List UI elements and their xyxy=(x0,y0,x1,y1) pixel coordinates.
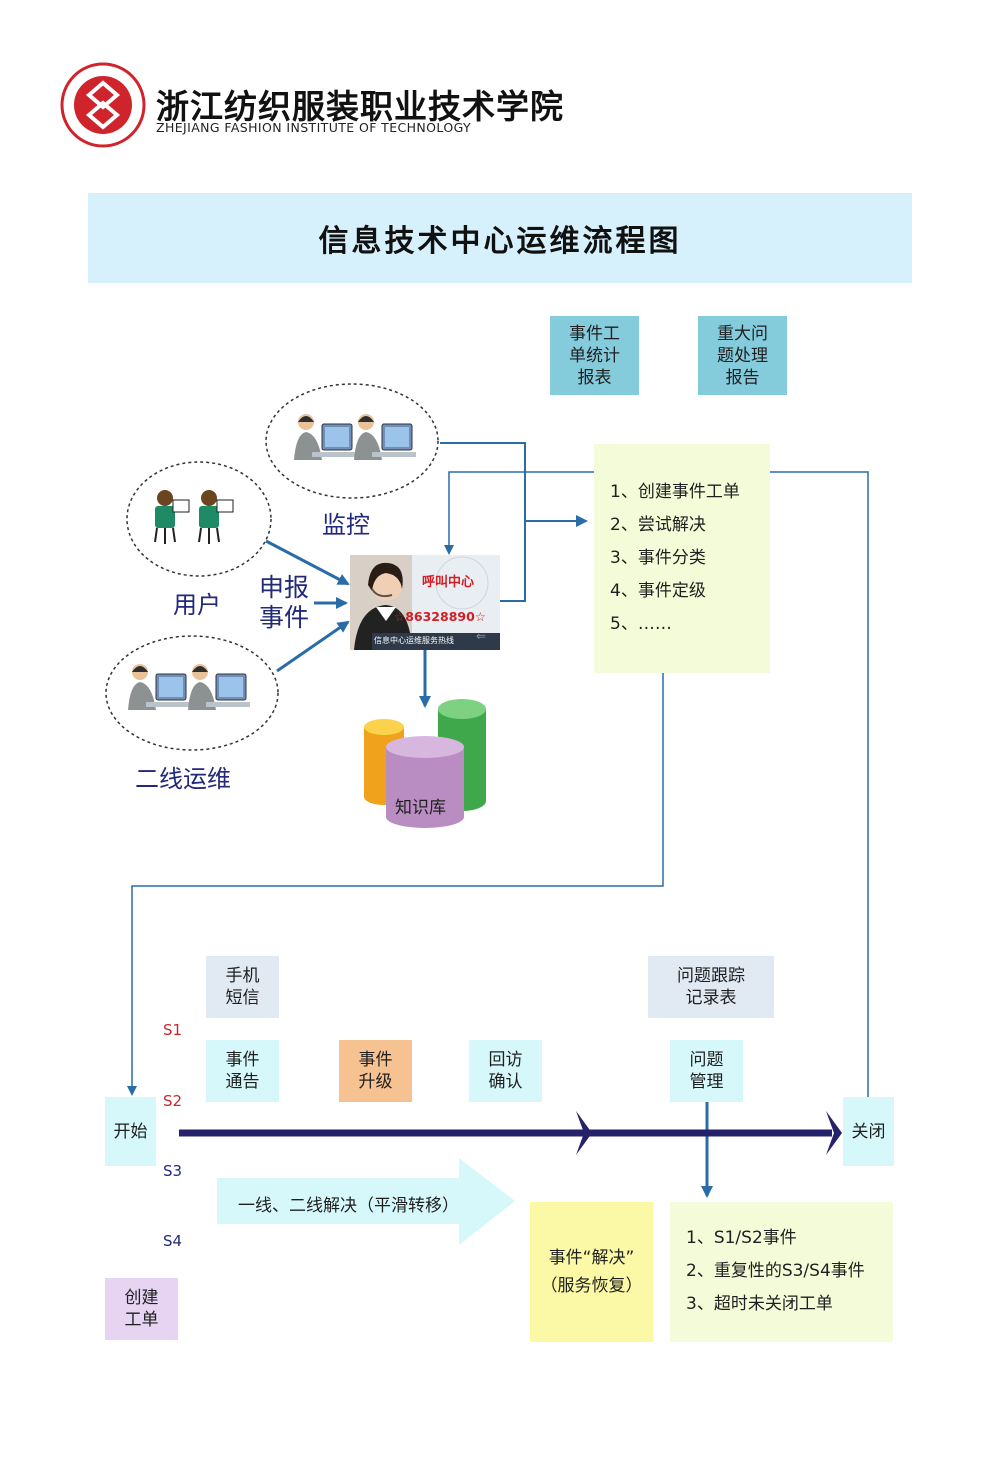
report-event-line1: 申报 xyxy=(259,573,310,602)
event-stats-line3: 报表 xyxy=(577,367,612,388)
logo-chinese-name: 浙江纺织服装职业技术学院 xyxy=(156,87,564,126)
resolved-line1: 事件“解决” xyxy=(548,1248,635,1268)
problem-track-line1: 问题跟踪 xyxy=(677,966,745,986)
user-arrow xyxy=(265,539,350,586)
transfer-label: 一线、二线解决（平滑转移） xyxy=(238,1196,459,1216)
timeline-end-arrowhead xyxy=(826,1111,842,1155)
monitor-operators-icon xyxy=(265,383,439,499)
revisit-confirm-box: 回访 确认 xyxy=(469,1040,542,1102)
second-line-label: 二线运维 xyxy=(135,765,231,793)
close-to-steps-connector xyxy=(770,471,869,1097)
logo-english-name: ZHEJIANG FASHION INSTITUTE OF TECHNOLOGY xyxy=(156,120,472,135)
problem-criteria-item: 3、超时未关闭工单 xyxy=(686,1294,833,1314)
user-label: 用户 xyxy=(173,591,221,619)
timeline-mid-arrowhead xyxy=(576,1111,592,1155)
database-cylinders-icon xyxy=(364,699,486,828)
revisit-line1: 回访 xyxy=(488,1050,523,1070)
monitor-label: 监控 xyxy=(322,511,370,539)
knowledge-base-label: 知识库 xyxy=(395,798,446,818)
escalate-line2: 升级 xyxy=(358,1072,393,1092)
report-event-label: 申报 事件 xyxy=(259,573,309,633)
step-item: 1、创建事件工单 xyxy=(610,482,740,502)
problem-mgmt-box: 问题 管理 xyxy=(670,1040,743,1102)
call-center-phone: ☆86328890☆ xyxy=(394,609,486,624)
back-arrow-icon: ⇐ xyxy=(476,629,487,643)
level-s1: S1 xyxy=(163,1021,183,1039)
create-ticket-line1: 创建 xyxy=(124,1288,159,1308)
transfer-arrow-shape xyxy=(217,1158,515,1245)
level-s2: S2 xyxy=(163,1092,183,1110)
event-stats-line1: 事件工 xyxy=(569,323,620,344)
incident-steps-list: 1、创建事件工单 2、尝试解决 3、事件分类 4、事件定级 5、…… xyxy=(610,476,740,641)
knowledge-base: 知识库 xyxy=(362,697,488,829)
school-seal-icon xyxy=(60,62,146,148)
report-event-line2: 事件 xyxy=(259,603,310,632)
second-line-operators-icon xyxy=(105,635,279,751)
user-people-icon xyxy=(126,461,272,577)
call-center-operator-icon xyxy=(350,555,500,650)
problem-mgmt-line2: 管理 xyxy=(689,1072,724,1092)
event-stats-report: 事件工 单统计 报表 xyxy=(550,316,639,395)
event-notify-box: 事件 通告 xyxy=(206,1040,279,1102)
sms-box: 手机 短信 xyxy=(206,956,279,1018)
event-escalate-box: 事件 升级 xyxy=(339,1040,412,1102)
close-label: 关闭 xyxy=(851,1121,886,1142)
monitor-group xyxy=(264,382,440,500)
resolved-line2: （服务恢复） xyxy=(540,1276,643,1296)
step-item: 5、…… xyxy=(610,614,672,634)
title-banner: 信息技术中心运维流程图 xyxy=(88,193,912,283)
revisit-line2: 确认 xyxy=(488,1072,523,1092)
incident-steps-box: 1、创建事件工单 2、尝试解决 3、事件分类 4、事件定级 5、…… xyxy=(594,444,770,673)
call-center-label: 呼叫中心 xyxy=(422,575,475,590)
create-ticket-line2: 工单 xyxy=(124,1310,159,1330)
level-s4: S4 xyxy=(163,1232,183,1250)
step-item: 3、事件分类 xyxy=(610,548,706,568)
notify-line1: 事件 xyxy=(225,1050,260,1070)
start-label: 开始 xyxy=(113,1121,148,1142)
event-resolved-box: 事件“解决” （服务恢复） xyxy=(530,1202,653,1342)
event-stats-line2: 单统计 xyxy=(569,345,620,366)
escalate-line1: 事件 xyxy=(358,1050,393,1070)
problem-criteria-box: 1、S1/S2事件 2、重复性的S3/S4事件 3、超时未关闭工单 xyxy=(670,1202,893,1342)
major-problem-line2: 题处理 xyxy=(717,345,768,366)
school-logo xyxy=(60,62,146,148)
problem-track-box: 问题跟踪 记录表 xyxy=(648,956,774,1018)
close-box: 关闭 xyxy=(843,1097,894,1166)
problem-mgmt-line1: 问题 xyxy=(689,1050,724,1070)
call-center-panel: 呼叫中心 ☆86328890☆ 信息中心运维服务热线 ⇐ xyxy=(350,555,500,650)
major-problem-line1: 重大问 xyxy=(717,323,768,344)
level-s3: S3 xyxy=(163,1162,183,1180)
problem-criteria-list: 1、S1/S2事件 2、重复性的S3/S4事件 3、超时未关闭工单 xyxy=(686,1222,865,1321)
notify-line2: 通告 xyxy=(225,1072,260,1092)
problem-track-line2: 记录表 xyxy=(685,988,737,1008)
create-ticket-box: 创建 工单 xyxy=(105,1278,178,1340)
problem-criteria-item: 2、重复性的S3/S4事件 xyxy=(686,1261,865,1281)
sms-line1: 手机 xyxy=(225,966,260,986)
call-center-caption: 信息中心运维服务热线 xyxy=(374,636,454,645)
user-group xyxy=(125,460,273,578)
start-box: 开始 xyxy=(105,1097,156,1166)
steps-to-start-connector xyxy=(127,673,664,1096)
second-line-group xyxy=(104,634,280,752)
problem-criteria-item: 1、S1/S2事件 xyxy=(686,1228,797,1248)
second-line-arrow xyxy=(276,620,350,673)
step-item: 4、事件定级 xyxy=(610,581,706,601)
steps-feedback-connector xyxy=(444,471,594,555)
page-title: 信息技术中心运维流程图 xyxy=(318,224,682,259)
major-problem-line3: 报告 xyxy=(725,367,760,388)
sms-line2: 短信 xyxy=(225,988,260,1008)
major-problem-report: 重大问 题处理 报告 xyxy=(698,316,787,395)
step-item: 2、尝试解决 xyxy=(610,515,706,535)
